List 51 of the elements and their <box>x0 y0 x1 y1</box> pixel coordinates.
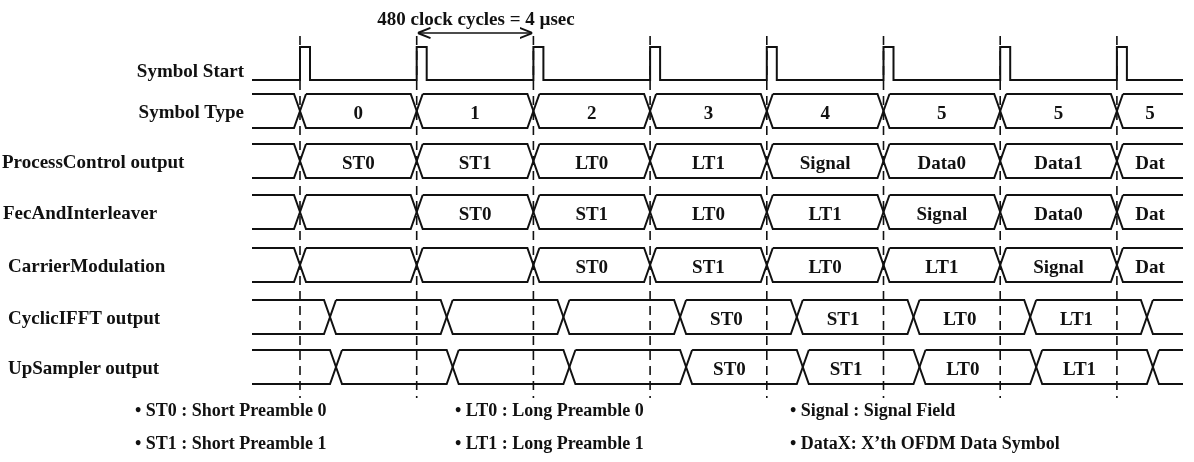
bus-value: ST1 <box>458 152 492 172</box>
bus-value: LT1 <box>925 256 959 276</box>
dimension-label: 480 clock cycles = 4 µsec <box>377 8 575 28</box>
legend-note: • ST0 : Short Preamble 0 <box>135 401 327 419</box>
bus-value: Dat <box>1135 256 1165 276</box>
bus-value: ST0 <box>575 256 609 276</box>
bus-value: Data0 <box>917 152 967 172</box>
bus-value: LT0 <box>575 152 609 172</box>
signal-name: Symbol Type <box>138 101 244 121</box>
bus-value: LT0 <box>808 256 842 276</box>
bus-value: 3 <box>703 102 714 122</box>
signal-name: FecAndInterleaver <box>3 202 158 222</box>
bus-value: ST0 <box>458 203 492 223</box>
bus-value: LT1 <box>808 203 842 223</box>
bus-value: 5 <box>1053 102 1064 122</box>
bus-value: Dat <box>1135 203 1165 223</box>
bus-value: Signal <box>799 152 851 172</box>
bus-value: 1 <box>470 102 480 122</box>
bus-value: 4 <box>820 102 830 122</box>
signal-name: CyclicIFFT output <box>8 307 161 327</box>
signal-name: Symbol Start <box>136 60 244 80</box>
bus-value: ST0 <box>341 152 375 172</box>
signal-name: UpSampler output <box>8 357 160 377</box>
legend-note: • DataX: X’th OFDM Data Symbol <box>790 434 1060 452</box>
legend-note: • Signal : Signal Field <box>790 401 956 419</box>
bus-value: LT1 <box>691 152 725 172</box>
bus-value: LT1 <box>1060 308 1094 328</box>
signal-name: CarrierModulation <box>8 255 166 275</box>
bus-value: ST0 <box>710 308 743 328</box>
bus-value: LT0 <box>943 308 977 328</box>
bus-value: 2 <box>587 102 597 122</box>
signal-name: ProcessControl output <box>2 151 185 171</box>
bus-value: Signal <box>916 203 968 223</box>
bus-value: ST1 <box>829 358 863 378</box>
bus-value: Data0 <box>1034 203 1083 223</box>
bus-value: ST1 <box>826 308 860 328</box>
bus-value: Dat <box>1135 152 1165 172</box>
bus-value: LT1 <box>1063 358 1097 378</box>
bus-value: Signal <box>1033 256 1084 276</box>
bus-value: 0 <box>353 102 364 122</box>
legend-note: • LT1 : Long Preamble 1 <box>455 434 644 452</box>
legend-note: • ST1 : Short Preamble 1 <box>135 434 327 452</box>
bus-value: ST1 <box>692 256 725 276</box>
legend-note: • LT0 : Long Preamble 0 <box>455 401 644 419</box>
bus-value: ST0 <box>713 358 746 378</box>
bus-value: ST1 <box>575 203 609 223</box>
bus-value: LT0 <box>691 203 725 223</box>
bus-value: LT0 <box>946 358 980 378</box>
bus-value: Data1 <box>1034 152 1083 172</box>
bus-value: 5 <box>1145 102 1155 122</box>
bus-value: 5 <box>937 102 947 122</box>
